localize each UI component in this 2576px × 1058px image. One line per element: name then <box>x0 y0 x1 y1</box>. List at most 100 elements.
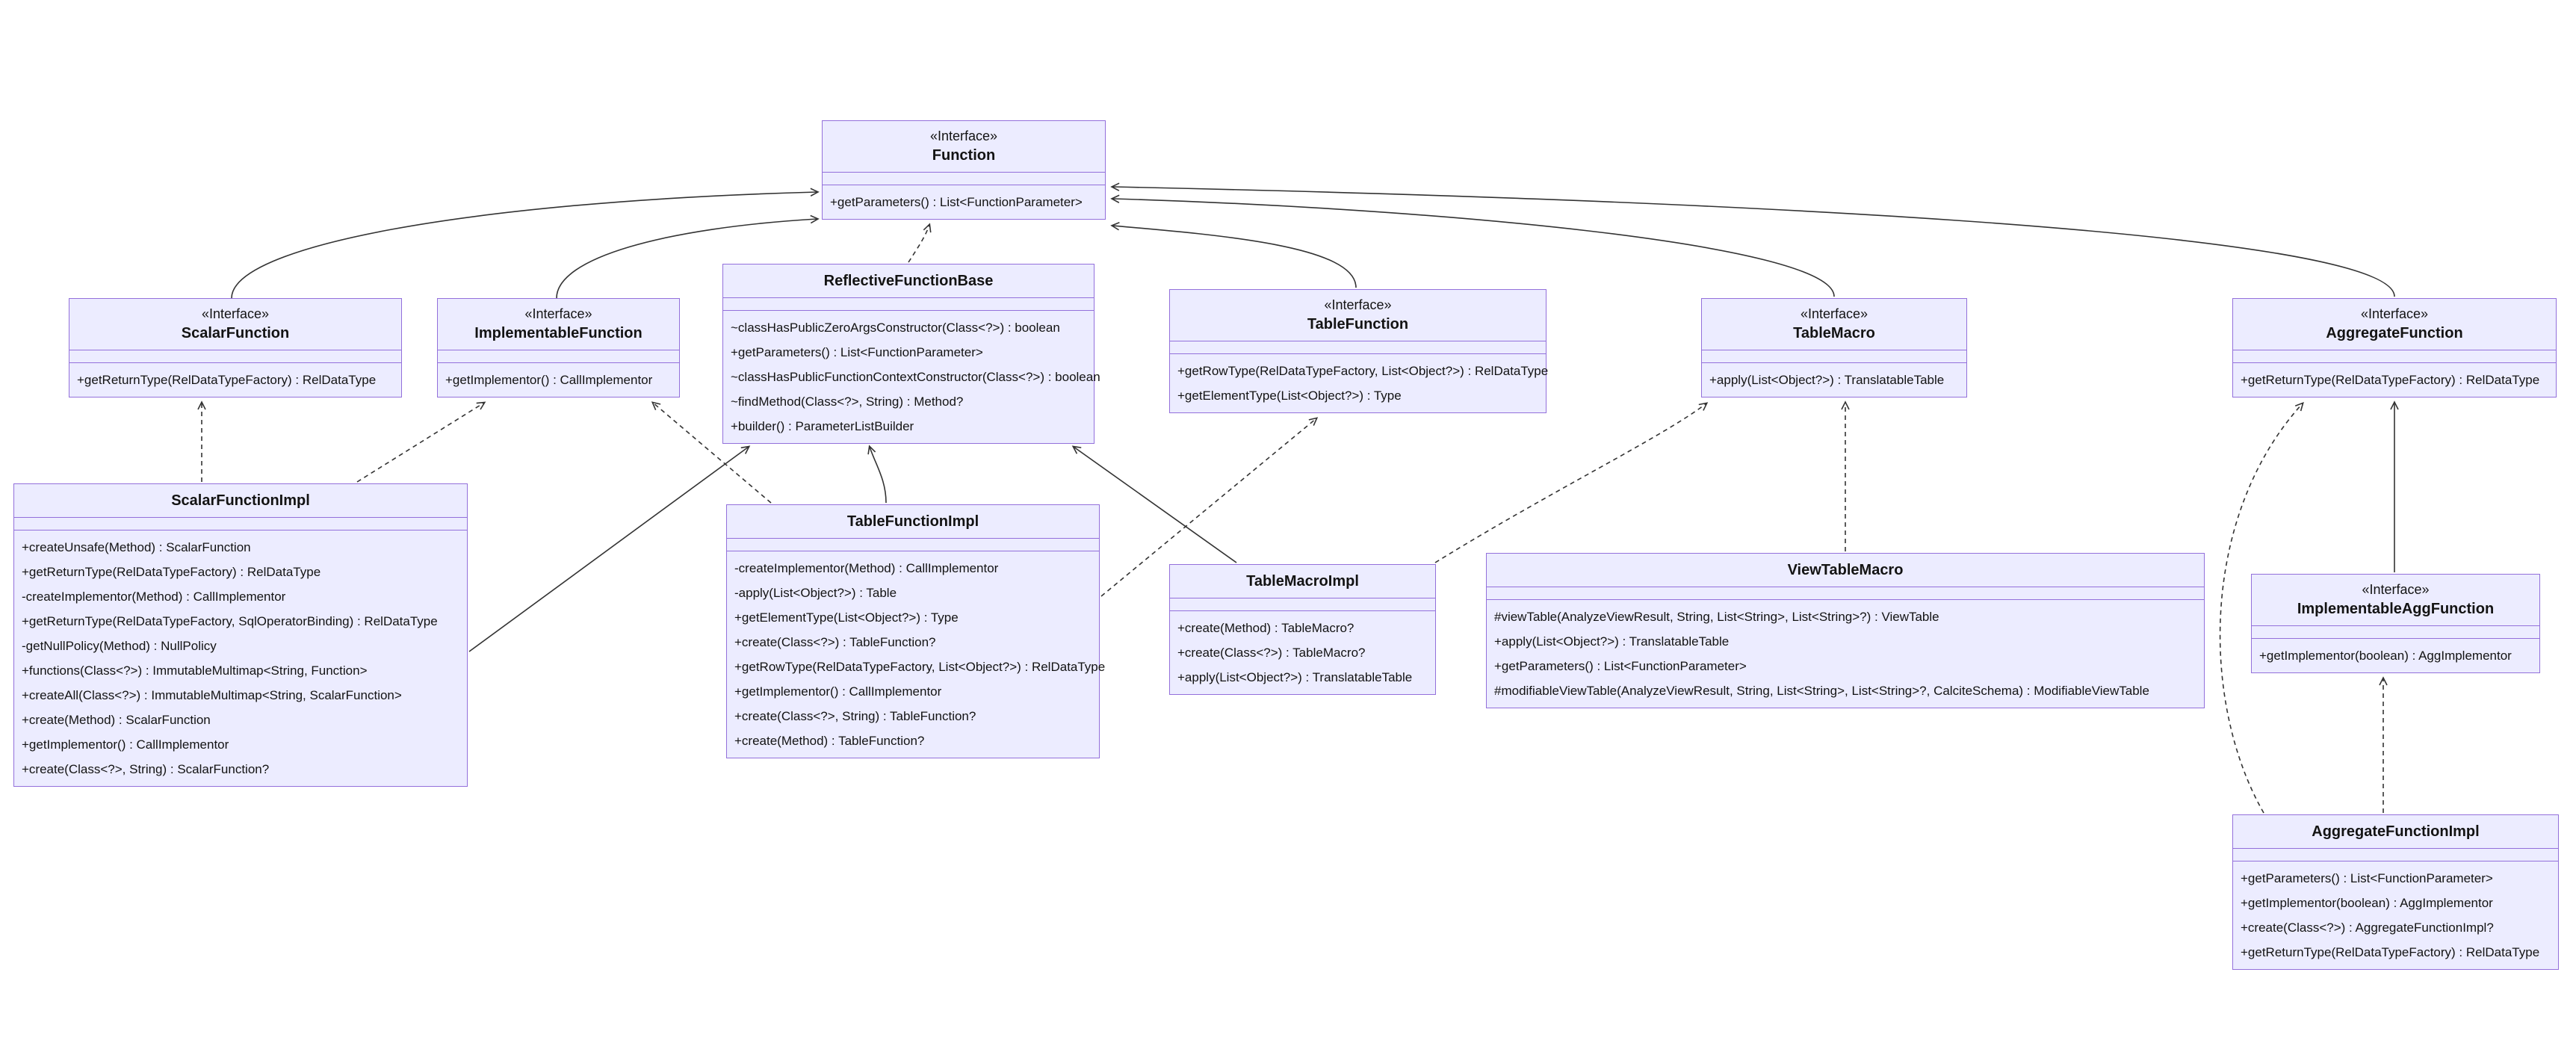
edge-tablefunctionimpl-implements-tablefunction <box>1100 417 1319 597</box>
class-method: ~classHasPublicZeroArgsConstructor(Class… <box>731 321 1060 335</box>
class-table-function-impl: TableFunctionImpl -createImplementor(Met… <box>726 504 1106 758</box>
class-methods: +getParameters() : List<FunctionParamete… <box>2233 861 2558 969</box>
class-method: +getReturnType(RelDataTypeFactory) : Rel… <box>77 373 377 387</box>
class-scalar-function: «Interface» ScalarFunction +getReturnTyp… <box>69 298 402 397</box>
class-header: «Interface» TableMacro <box>1702 299 1966 350</box>
class-stereotype: «Interface» <box>929 129 998 143</box>
class-name: ImplementableAggFunction <box>2297 601 2495 617</box>
class-method: +apply(List<Object?>) : TranslatableTabl… <box>1709 373 1945 387</box>
edge-tablemacro-extends-function <box>1110 194 1835 297</box>
edge-tablefunctionimpl-implements-implementablefunction <box>651 401 772 504</box>
class-methods: +createUnsafe(Method) : ScalarFunction +… <box>14 530 467 786</box>
class-attributes-empty <box>438 350 679 363</box>
class-header: ScalarFunctionImpl <box>14 484 467 517</box>
class-method: +getReturnType(RelDataTypeFactory) : Rel… <box>2241 373 2540 387</box>
class-method: -apply(List<Object?>) : Table <box>734 586 897 600</box>
class-method: +create(Class<?>) : AggregateFunctionImp… <box>2241 921 2494 935</box>
class-attributes-empty <box>823 172 1105 185</box>
class-method: +apply(List<Object?>) : TranslatableTabl… <box>1494 634 1730 649</box>
class-method: +getParameters() : List<FunctionParamete… <box>830 195 1083 209</box>
class-method: +getReturnType(RelDataTypeFactory, SqlOp… <box>22 614 438 628</box>
class-method: +createAll(Class<?>) : ImmutableMultimap… <box>22 688 402 702</box>
class-attributes-empty <box>1170 341 1546 354</box>
class-attributes-empty <box>14 517 467 530</box>
class-method: +getElementType(List<Object?>) : Type <box>734 610 959 625</box>
class-attributes-empty <box>723 297 1094 311</box>
class-method: +create(Method) : TableMacro? <box>1177 621 1354 635</box>
class-method: -getNullPolicy(Method) : NullPolicy <box>22 639 217 653</box>
class-method: +getImplementor() : CallImplementor <box>22 737 229 752</box>
class-method: +apply(List<Object?>) : TranslatableTabl… <box>1177 670 1413 684</box>
class-attributes-empty <box>69 350 401 363</box>
class-methods: +getImplementor(boolean) : AggImplemento… <box>2252 639 2539 672</box>
class-attributes-empty <box>1487 587 2204 600</box>
edge-scalarfunction-extends-function <box>231 188 820 299</box>
class-method: +getImplementor(boolean) : AggImplemento… <box>2259 649 2512 663</box>
class-methods: ~classHasPublicZeroArgsConstructor(Class… <box>723 311 1100 443</box>
class-method: +getRowType(RelDataTypeFactory, List<Obj… <box>734 660 1106 674</box>
class-methods: +getParameters() : List<FunctionParamete… <box>823 185 1105 219</box>
class-methods: +getReturnType(RelDataTypeFactory) : Rel… <box>2233 363 2556 397</box>
class-method: +functions(Class<?>) : ImmutableMultimap… <box>22 663 368 678</box>
class-view-table-macro: ViewTableMacro #viewTable(AnalyzeViewRes… <box>1486 553 2205 708</box>
class-method: +createUnsafe(Method) : ScalarFunction <box>22 540 251 554</box>
class-method: -createImplementor(Method) : CallImpleme… <box>22 590 286 604</box>
class-name: TableMacro <box>1793 325 1875 341</box>
class-method: +getImplementor() : CallImplementor <box>445 373 653 387</box>
class-name: AggregateFunctionImpl <box>2312 823 2480 840</box>
class-attributes-empty <box>1702 350 1966 363</box>
class-implementable-agg-function: «Interface» ImplementableAggFunction +ge… <box>2251 574 2540 673</box>
class-name: ReflectiveFunctionBase <box>823 273 994 289</box>
class-name: ScalarFunctionImpl <box>171 492 310 509</box>
edge-tablefunctionimpl-extends-reflectivefunctionbase <box>867 445 887 504</box>
class-function: «Interface» Function +getParameters() : … <box>822 120 1106 220</box>
class-stereotype: «Interface» <box>2362 582 2430 597</box>
class-stereotype: «Interface» <box>201 306 270 321</box>
class-method: +getImplementor() : CallImplementor <box>734 684 942 699</box>
edge-implementablefunction-extends-function <box>556 214 820 299</box>
class-method: +getParameters() : List<FunctionParamete… <box>731 345 983 359</box>
class-header: «Interface» Function <box>823 121 1105 172</box>
class-name: ScalarFunction <box>181 325 290 341</box>
class-method: +getElementType(List<Object?>) : Type <box>1177 389 1402 403</box>
class-methods: #viewTable(AnalyzeViewResult, String, Li… <box>1487 600 2204 708</box>
class-methods: +getRowType(RelDataTypeFactory, List<Obj… <box>1170 354 1548 412</box>
class-name: ViewTableMacro <box>1787 562 1904 578</box>
class-stereotype: «Interface» <box>524 306 592 321</box>
class-table-macro-impl: TableMacroImpl +create(Method) : TableMa… <box>1169 564 1436 695</box>
class-method: +getReturnType(RelDataTypeFactory) : Rel… <box>22 565 321 579</box>
class-method: -createImplementor(Method) : CallImpleme… <box>734 561 999 575</box>
class-method: +builder() : ParameterListBuilder <box>731 419 914 433</box>
class-header: «Interface» ScalarFunction <box>69 299 401 350</box>
class-header: «Interface» AggregateFunction <box>2233 299 2556 350</box>
class-method: +getParameters() : List<FunctionParamete… <box>2241 871 2493 885</box>
class-aggregate-function-impl: AggregateFunctionImpl +getParameters() :… <box>2232 814 2559 970</box>
class-aggregate-function: «Interface» AggregateFunction +getReturn… <box>2232 298 2557 397</box>
class-method: +create(Method) : ScalarFunction <box>22 713 211 727</box>
class-header: AggregateFunctionImpl <box>2233 815 2558 848</box>
class-method: ~classHasPublicFunctionContextConstructo… <box>731 370 1100 384</box>
edge-scalarfunctionimpl-extends-reflectivefunctionbase <box>468 445 751 652</box>
class-stereotype: «Interface» <box>1800 306 1868 321</box>
class-scalar-function-impl: ScalarFunctionImpl +createUnsafe(Method)… <box>13 483 468 787</box>
class-header: TableFunctionImpl <box>727 505 1099 538</box>
class-method: #modifiableViewTable(AnalyzeViewResult, … <box>1494 684 2149 698</box>
class-methods: +getReturnType(RelDataTypeFactory) : Rel… <box>69 363 401 397</box>
class-name: TableFunction <box>1307 316 1409 332</box>
class-header: «Interface» ImplementableAggFunction <box>2252 575 2539 625</box>
class-header: «Interface» ImplementableFunction <box>438 299 679 350</box>
class-name: Function <box>932 147 996 164</box>
class-method: #viewTable(AnalyzeViewResult, String, Li… <box>1494 610 1939 624</box>
class-name: ImplementableFunction <box>474 325 643 341</box>
class-methods: +create(Method) : TableMacro? +create(Cl… <box>1170 611 1435 694</box>
edge-aggregatefunction-extends-function <box>1110 182 2395 297</box>
class-stereotype: «Interface» <box>1324 297 1392 312</box>
edge-tablemacroimpl-implements-tablemacro <box>1434 402 1709 563</box>
class-attributes-empty <box>2252 625 2539 639</box>
class-name: AggregateFunction <box>2326 325 2463 341</box>
edge-reflectivefunctionbase-implements-function <box>908 223 932 263</box>
edge-tablefunction-extends-function <box>1110 222 1357 288</box>
class-header: ReflectiveFunctionBase <box>723 264 1094 297</box>
